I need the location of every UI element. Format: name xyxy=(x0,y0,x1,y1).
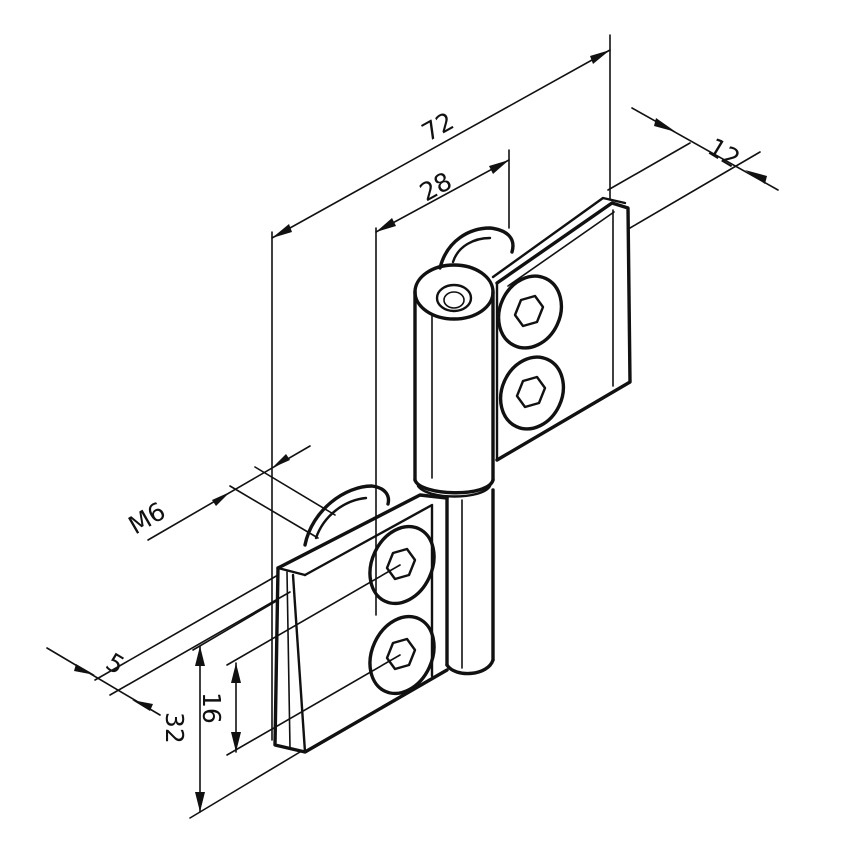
dim-label-16: 16 xyxy=(197,692,226,724)
dim-label-32: 32 xyxy=(160,712,189,744)
upper-screw-2 xyxy=(498,355,566,431)
lower-screw-2 xyxy=(368,614,436,696)
upper-leaf xyxy=(491,196,632,462)
dimension-32 xyxy=(189,599,301,819)
lower-screw-1 xyxy=(368,524,436,606)
lower-leaf xyxy=(273,493,449,754)
dimension-72 xyxy=(271,34,611,741)
dimension-16 xyxy=(226,564,401,756)
dimension-12 xyxy=(607,107,779,229)
dimension-m6 xyxy=(147,445,336,541)
lower-knuckle xyxy=(445,488,495,676)
dimension-28 xyxy=(375,149,510,616)
knuckle xyxy=(413,263,495,498)
dim-label-5: 5 xyxy=(101,647,130,680)
dim-label-72: 72 xyxy=(417,106,459,147)
upper-screw-1 xyxy=(496,274,564,350)
lower-stud xyxy=(303,484,391,547)
dim-label-m6: M6 xyxy=(124,496,171,540)
upper-stud xyxy=(438,226,515,270)
dimension-5 xyxy=(46,574,291,716)
dim-label-28: 28 xyxy=(415,166,457,207)
